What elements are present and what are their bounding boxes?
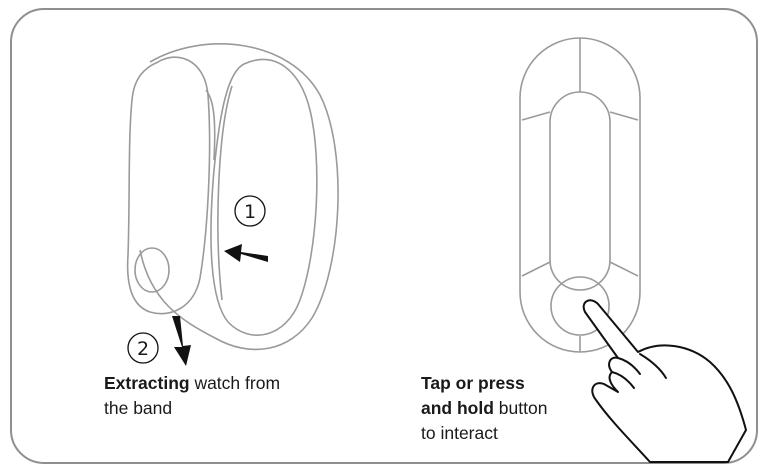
band-outer-outline	[139, 43, 339, 351]
step-1-marker: 1	[234, 195, 266, 227]
caption-tap: Tap or press and hold button to interact	[421, 371, 611, 446]
arrow-down-icon	[172, 316, 191, 366]
band-illustration	[126, 43, 339, 351]
arrow-left-icon	[224, 244, 268, 262]
caption-extract: Extracting watch from the band	[104, 371, 364, 421]
watch-capsule-button	[134, 247, 170, 293]
watch-screen-outline	[549, 91, 611, 291]
step-2-number: 2	[137, 338, 149, 360]
facet-line-upper-left	[521, 111, 551, 121]
caption-extract-rest: watch from	[189, 373, 281, 393]
caption-tap-line2-rest: button	[493, 398, 548, 418]
watch-touch-button[interactable]	[550, 276, 610, 336]
band-inner-curve	[217, 85, 233, 301]
caption-tap-line3: to interact	[421, 423, 498, 443]
caption-extract-bold: Extracting	[104, 373, 190, 393]
step-1-number: 1	[244, 201, 256, 223]
facet-line-lower-right	[609, 261, 639, 277]
step-2-marker: 2	[127, 332, 159, 364]
watch-capsule-outline	[126, 56, 211, 315]
band-inner-outline	[210, 58, 318, 336]
facet-line-lower-left	[521, 261, 551, 277]
caption-tap-line1: Tap or press	[421, 373, 525, 393]
caption-tap-line2-bold: and hold	[421, 398, 494, 418]
watch-front-illustration	[519, 37, 641, 353]
caption-extract-line2: the band	[104, 398, 173, 418]
facet-line-upper-right	[609, 111, 639, 121]
watch-capsule-edge	[205, 89, 216, 161]
pointing-hand-icon	[582, 299, 747, 463]
